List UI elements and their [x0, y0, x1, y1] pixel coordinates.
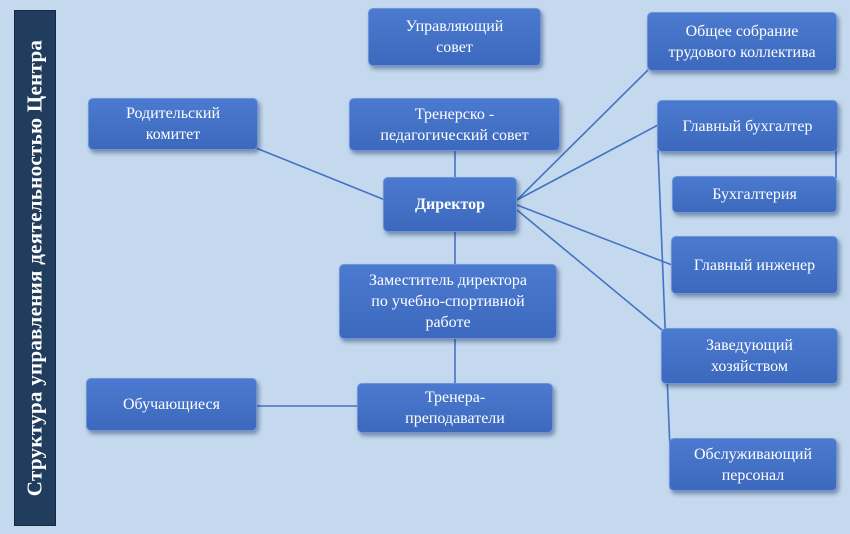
node-chief-accountant: Главный бухгалтер [657, 100, 838, 152]
node-general-meeting: Общее собрание трудового коллектива [647, 12, 837, 71]
node-service-staff: Обслуживающий персонал [669, 438, 837, 491]
line-director-meeting [516, 69, 649, 201]
node-coach-council: Тренерско - педагогический совет [349, 98, 560, 151]
node-students: Обучающиеся [86, 378, 257, 431]
line-parent-director [255, 147, 386, 201]
node-coaches: Тренера- преподаватели [357, 383, 553, 433]
node-parent-committee: Родительский комитет [88, 98, 258, 150]
line-director-housekeeping [516, 209, 663, 331]
line-left-bracket-v [657, 149, 671, 451]
side-title-bar: Структура управления деятельностью Центр… [14, 10, 56, 526]
node-governing-council: Управляющий совет [368, 8, 541, 66]
node-accounting: Бухгалтерия [672, 176, 837, 213]
line-director-accountant [516, 124, 659, 201]
node-director: Директор [383, 177, 517, 232]
node-housekeeping-head: Заведующий хозяйством [661, 328, 838, 384]
node-chief-engineer: Главный инженер [671, 236, 838, 294]
node-deputy-director: Заместитель директора по учебно-спортивн… [339, 264, 557, 339]
line-director-engineer [516, 204, 673, 266]
